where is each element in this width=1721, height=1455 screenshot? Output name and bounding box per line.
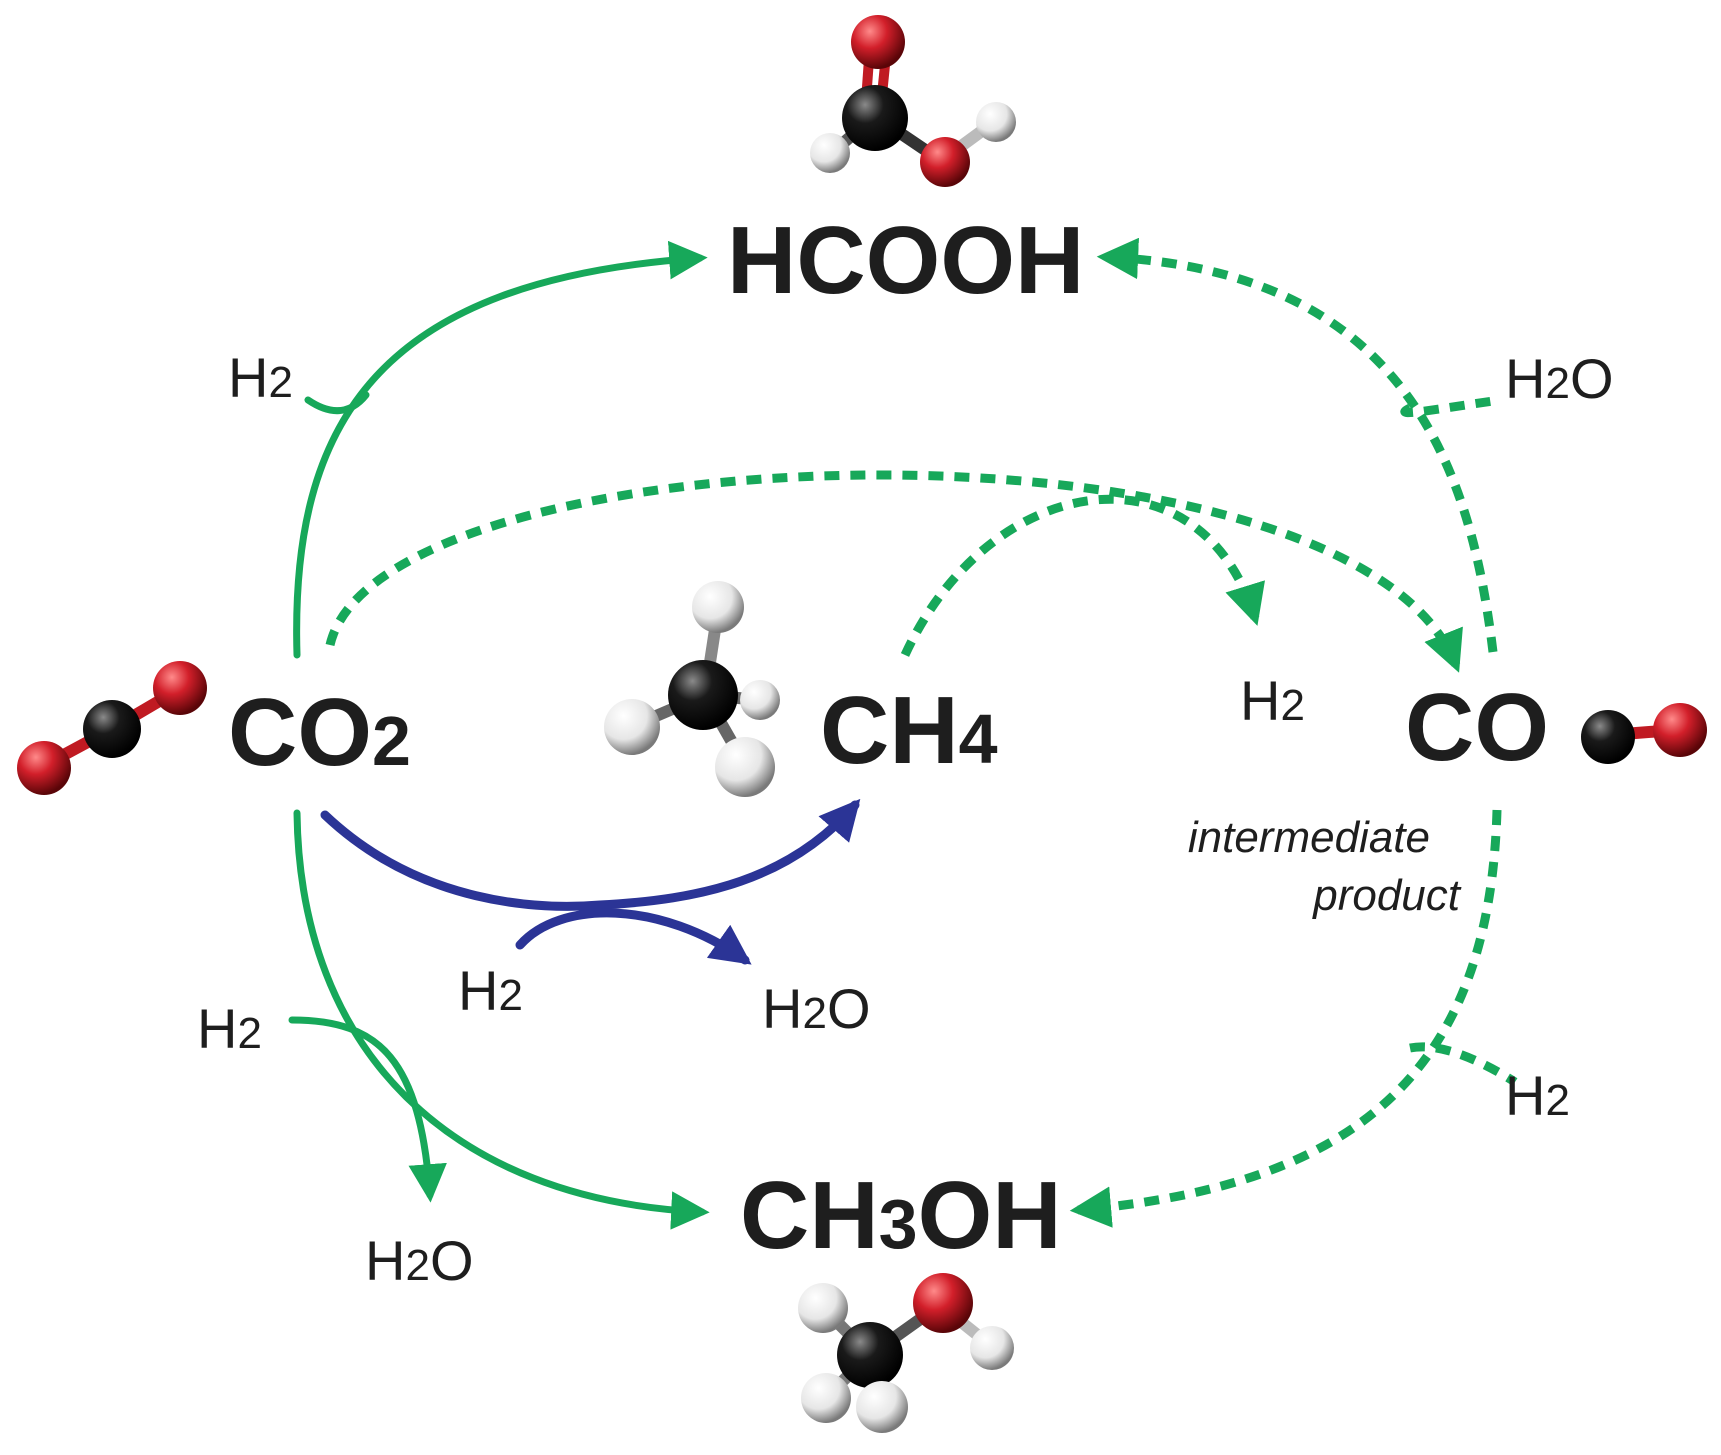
label-h2-methanation: H2	[458, 959, 523, 1022]
hcooh-molecule	[810, 15, 1016, 187]
label-hcooh: HCOOH	[727, 207, 1084, 314]
label-h2-hcooh-feed: H2	[228, 346, 293, 409]
co2-molecule	[17, 661, 207, 795]
label-co2: CO2	[228, 679, 411, 786]
arrow-ch4-to-h2	[900, 494, 1265, 657]
note-intermediate-line1: intermediate	[1188, 813, 1430, 862]
co-molecule	[1581, 703, 1707, 764]
label-h2o-methanation: H2O	[762, 977, 871, 1040]
h2-h2o-branch-ch4	[515, 908, 752, 965]
label-h2-ch3oh-feed: H2	[197, 997, 262, 1060]
label-ch4: CH4	[820, 677, 998, 784]
label-co: CO	[1405, 674, 1549, 781]
label-h2-from-ch4: H2	[1240, 669, 1305, 732]
arrow-co-to-ch3oh	[1069, 809, 1502, 1228]
h2-feed-ch3oh	[1409, 1042, 1518, 1086]
arrow-co2-to-hcooh	[293, 240, 708, 659]
h2o-feed-hcooh	[1400, 395, 1501, 418]
h2-h2o-branch-ch3oh	[288, 1016, 447, 1203]
label-ch3oh: CH3OH	[740, 1162, 1062, 1269]
note-intermediate-line2: product	[1311, 871, 1462, 920]
h2-feed-hcooh	[304, 391, 370, 415]
label-h2o-ch3oh: H2O	[365, 1229, 474, 1292]
arrow-co-to-hcooh	[1096, 237, 1498, 653]
arrow-co2-to-ch3oh	[288, 809, 710, 1230]
label-h2-co-feed: H2	[1505, 1064, 1570, 1127]
arrow-co2-to-ch4	[320, 798, 861, 965]
ch3oh-molecule	[798, 1273, 1014, 1433]
ch4-molecule	[604, 581, 780, 797]
label-h2o-hcooh-feed: H2O	[1505, 347, 1614, 410]
arrow-co2-to-co	[325, 470, 1463, 673]
